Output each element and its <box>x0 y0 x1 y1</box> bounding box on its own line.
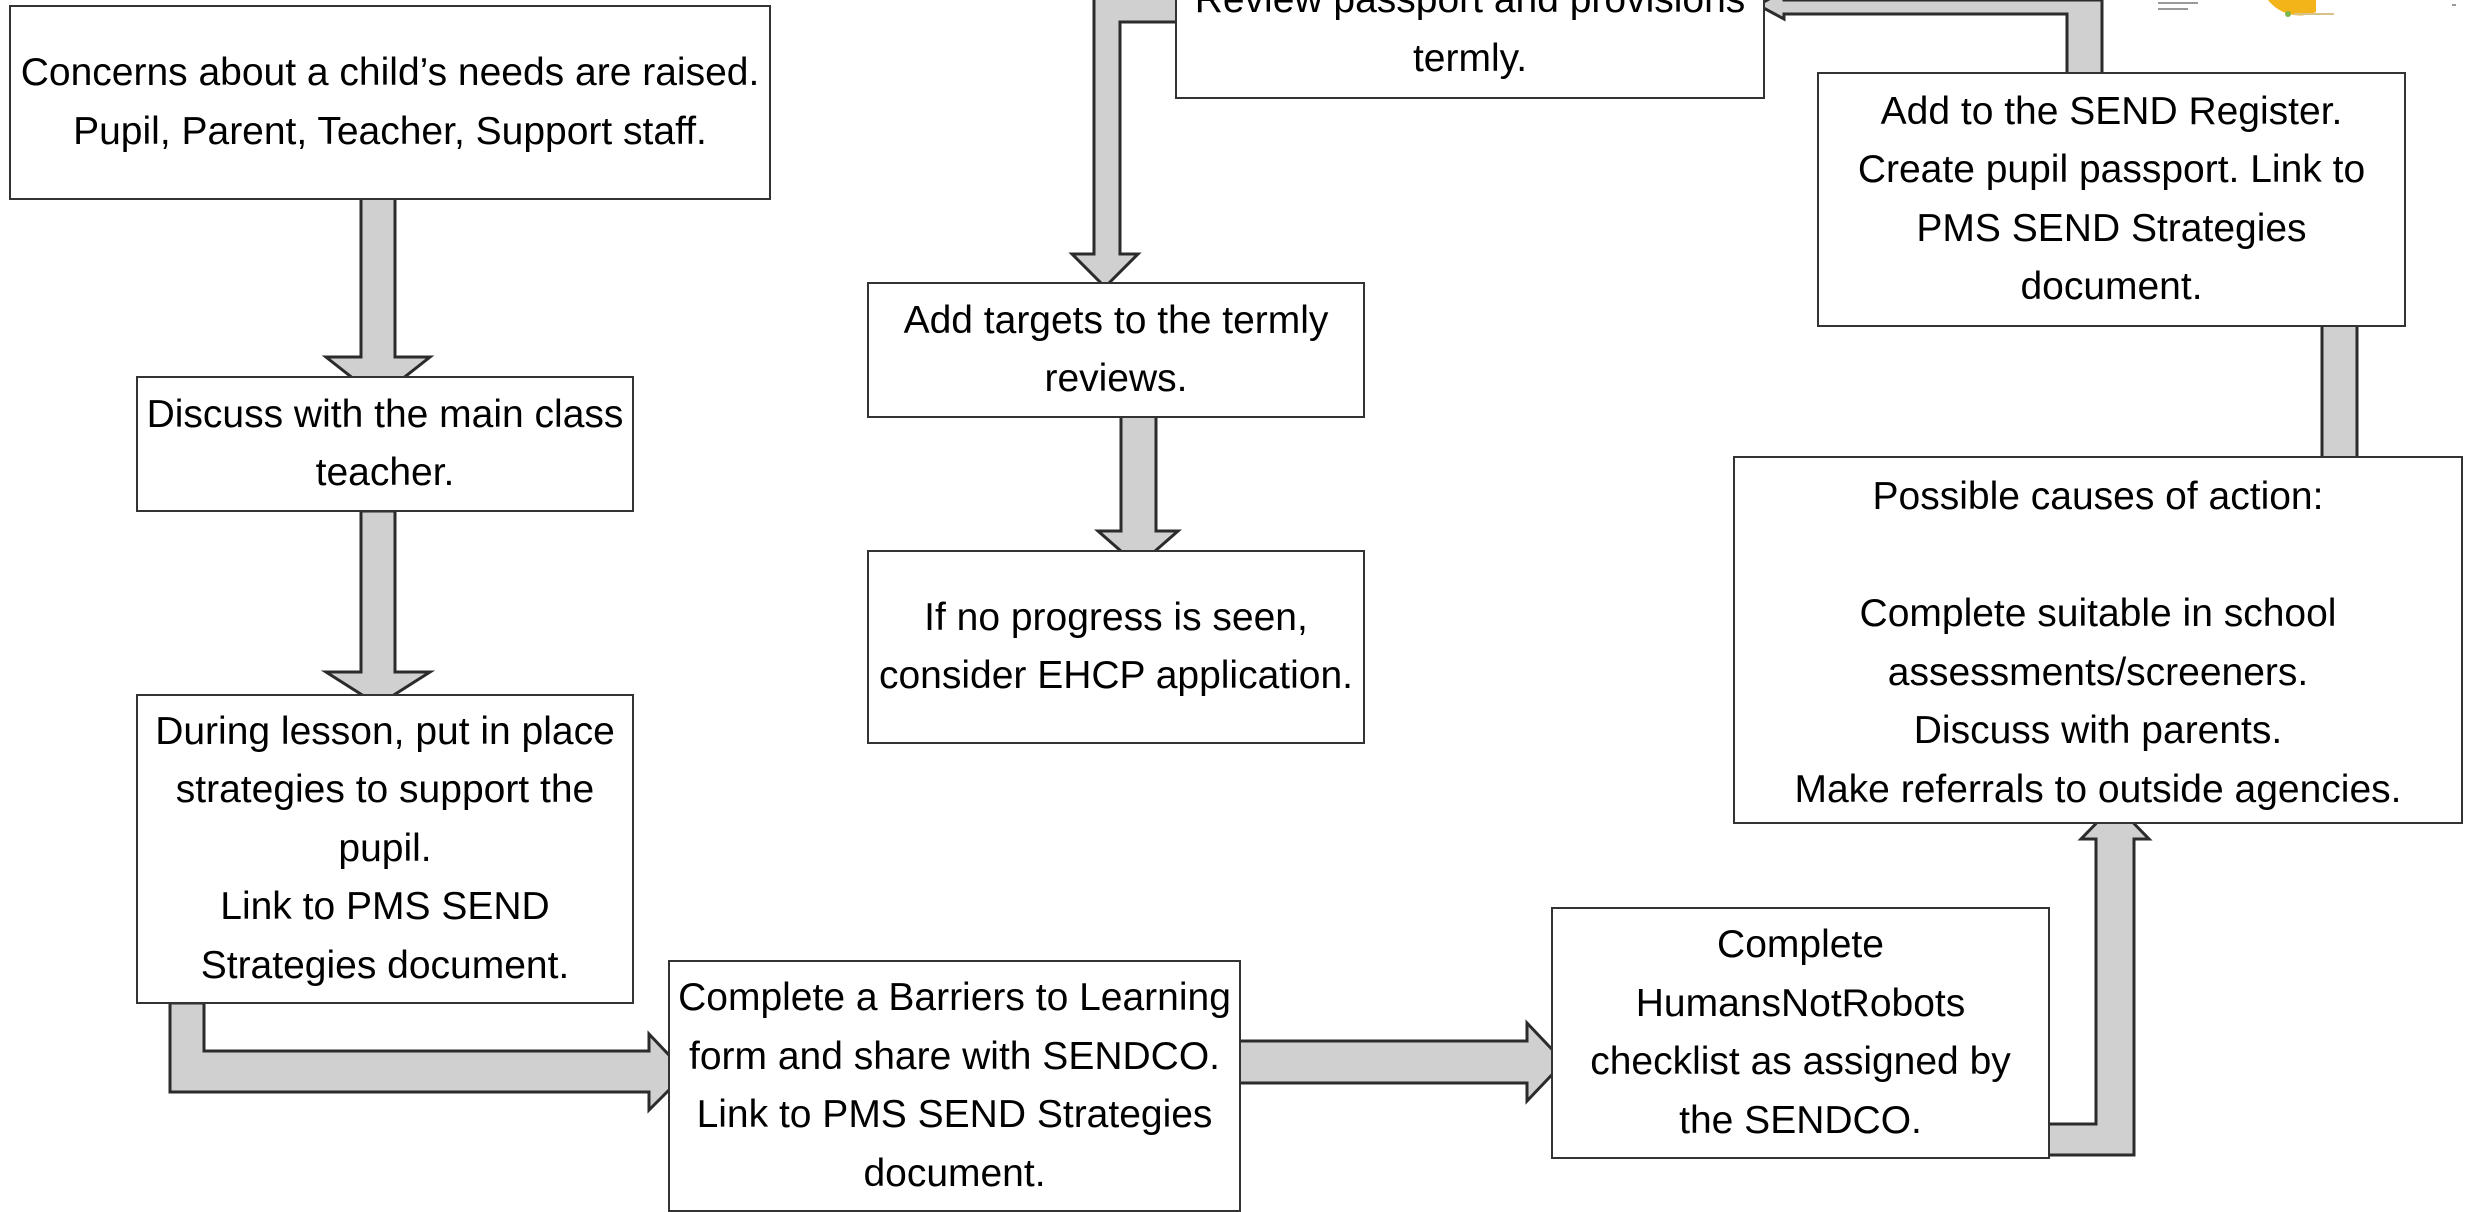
box-discuss-with-teacher-text: Discuss with the main class teacher. <box>146 392 624 495</box>
box-humansnotrobots-checklist: Complete HumansNotRobots checklist as as… <box>1551 907 2050 1159</box>
box-add-targets: Add targets to the termly reviews. <box>867 282 1365 418</box>
box-discuss-with-teacher: Discuss with the main class teacher. <box>136 376 634 512</box>
arrow-humans-to-causes <box>2034 801 2153 1157</box>
arrow-barriers-to-humans <box>1220 1019 1567 1105</box>
box-possible-causes-text: Possible causes of action: Complete suit… <box>1794 475 2402 811</box>
arrow-register-to-review <box>1754 0 2104 84</box>
cropped-thumbnail-image <box>2140 0 2466 18</box>
box-send-register-text: Add to the SEND Register. Create pupil p… <box>1857 89 2366 309</box>
box-no-progress-text: If no progress is seen, consider EHCP ap… <box>878 595 1354 698</box>
thumbnail-graphic <box>2140 0 2466 18</box>
box-review-passport-text: Review passport and provisions termly. <box>1195 0 1746 80</box>
box-possible-causes: Possible causes of action: Complete suit… <box>1733 456 2463 824</box>
box-during-lesson: During lesson, put in place strategies t… <box>136 694 634 1004</box>
arrow-targets-to-noprogress <box>1094 395 1182 568</box>
box-review-passport: Review passport and provisions termly. <box>1175 0 1765 99</box>
arrow-lesson-to-barriers <box>168 1001 689 1114</box>
box-concerns-raised: Concerns about a child’s needs are raise… <box>9 5 771 200</box>
box-concerns-raised-text: Concerns about a child’s needs are raise… <box>20 51 760 153</box>
box-during-lesson-text: During lesson, put in place strategies t… <box>155 709 615 987</box>
box-humansnotrobots-checklist-text: Complete HumansNotRobots checklist as as… <box>1590 923 2011 1142</box>
arrow-concerns-to-discuss <box>321 180 435 400</box>
box-add-targets-text: Add targets to the termly reviews. <box>903 298 1329 401</box>
box-send-register: Add to the SEND Register. Create pupil p… <box>1817 72 2406 327</box>
arrow-discuss-to-lesson <box>320 509 436 707</box>
box-no-progress: If no progress is seen, consider EHCP ap… <box>867 550 1365 744</box>
box-barriers-form-text: Complete a Barriers to Learning form and… <box>678 976 1231 1195</box>
box-barriers-form: Complete a Barriers to Learning form and… <box>668 960 1241 1212</box>
